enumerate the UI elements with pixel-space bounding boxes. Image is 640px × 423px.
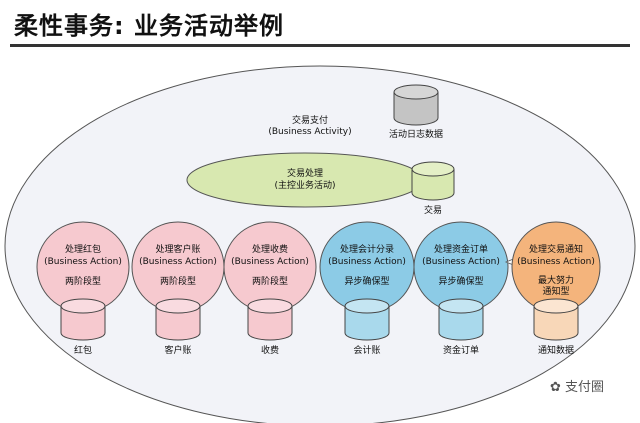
action-5: 处理交易通知 (Business Action) 最大努力 通知型 通知数据 [511,221,601,356]
action-db-label: 通知数据 [538,344,574,356]
action-sub: (Business Action) [231,257,309,267]
action-database [60,298,106,341]
activity-log-label: 活动日志数据 [389,128,443,140]
trade-database [411,161,455,201]
watermark-text: 支付圈 [565,380,605,395]
title-divider [10,44,630,47]
action-name: 处理收费 [252,243,288,255]
page-title: 柔性事务: 业务活动举例 [14,12,284,40]
action-0: 处理红包 (Business Action) 两阶段型 红包 [36,221,130,356]
action-mode-line1: 最大努力 [538,274,574,286]
action-4: 处理资金订单 (Business Action) 异步确保型 资金订单 [413,221,509,356]
action-mode: 两阶段型 [65,275,101,287]
activity-log-database [393,84,439,126]
action-sub: (Business Action) [139,257,217,267]
action-sub: (Business Action) [517,257,595,267]
action-mode: 两阶段型 [252,275,288,287]
action-mode: 两阶段型 [160,275,196,287]
activity-name: 交易支付 [292,114,328,126]
action-db-label: 会计账 [353,344,380,356]
action-name: 处理资金订单 [434,243,488,255]
action-database [247,298,293,341]
action-db-label: 资金订单 [443,344,479,356]
action-db-label: 红包 [74,344,92,356]
action-mode-line2: 通知型 [542,285,569,297]
action-name: 处理客户账 [155,243,200,255]
trade-db-label: 交易 [424,204,442,216]
action-database [155,298,201,341]
action-sub: (Business Action) [328,257,406,267]
action-database [438,298,484,341]
action-name: 处理红包 [65,243,101,255]
action-db-label: 收费 [261,344,279,356]
action-mode: 异步确保型 [438,275,483,287]
wechat-icon: ✿ [550,380,561,395]
action-1: 处理客户账 (Business Action) 两阶段型 客户账 [131,221,225,356]
action-name: 处理交易通知 [529,243,583,255]
action-name: 处理会计分录 [340,243,394,255]
action-3: 处理会计分录 (Business Action) 异步确保型 会计账 [319,221,415,356]
main-action-sub: (主控业务活动) [274,179,335,191]
main-action-ellipse [186,152,424,208]
watermark: ✿ 支付圈 [550,376,604,395]
action-database [533,298,579,341]
action-sub: (Business Action) [422,257,500,267]
action-2: 处理收费 (Business Action) 两阶段型 收费 [223,221,317,356]
action-database [344,298,390,341]
action-db-label: 客户账 [164,344,191,356]
action-mode: 异步确保型 [344,275,389,287]
activity-sub: (Business Activity) [268,127,351,137]
action-sub: (Business Action) [44,257,122,267]
main-action-name: 交易处理 [287,167,323,179]
